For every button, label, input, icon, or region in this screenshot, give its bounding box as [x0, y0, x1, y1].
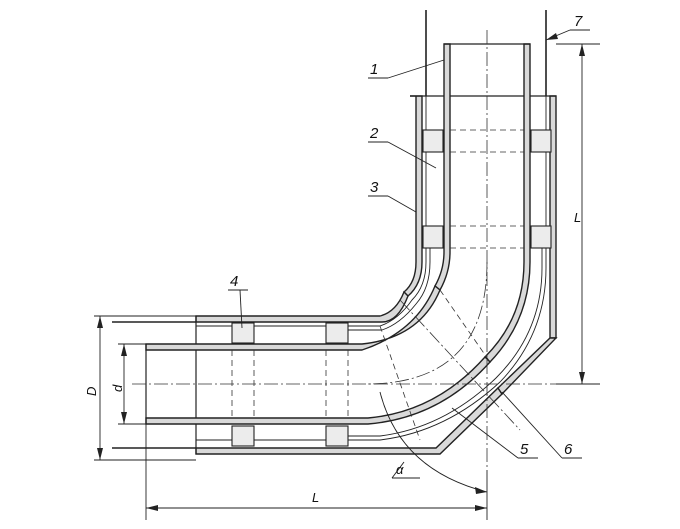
- callout-3: 3: [370, 179, 379, 196]
- dimension-label-horizontal-l: L: [312, 490, 319, 505]
- spacer-horizontal-left-bottom: [231, 425, 255, 447]
- callout-2: 2: [369, 125, 379, 142]
- callout-leaders: [228, 29, 590, 459]
- spacer-vertical-right-bottom: [530, 225, 552, 249]
- spacer-horizontal-left-top: [231, 322, 255, 344]
- callout-numbers: 1 2 3 4 5 6 7: [230, 13, 583, 458]
- angle-alpha: α: [379, 391, 488, 494]
- center-lines: [132, 30, 600, 470]
- dimension-label-vertical-l: L: [574, 210, 581, 225]
- dimension-inner-diameter: d: [110, 343, 146, 425]
- hidden-lines: [231, 129, 524, 441]
- spacer-supports: [231, 129, 552, 447]
- spacer-horizontal-right-top: [325, 322, 349, 344]
- callout-6: 6: [564, 441, 573, 458]
- dimension-outer-diameter: D: [84, 315, 196, 461]
- dimension-vertical-l: L: [556, 43, 600, 385]
- dimension-label-d-outer: D: [84, 387, 99, 396]
- spacer-horizontal-right-bottom: [325, 425, 349, 447]
- angle-label: α: [396, 462, 404, 477]
- callout-5: 5: [520, 441, 529, 458]
- callout-7: 7: [574, 13, 583, 30]
- spacer-vertical-left-bottom: [422, 225, 444, 249]
- dimension-label-d-inner: d: [110, 384, 125, 392]
- spacer-vertical-right-top: [530, 129, 552, 153]
- outer-casing: [195, 95, 558, 455]
- insulation-layer: [326, 230, 547, 441]
- callout-1: 1: [370, 61, 378, 78]
- dimension-horizontal-l: L: [145, 424, 488, 520]
- spacer-vertical-left-top: [422, 129, 444, 153]
- signal-wires: [112, 10, 547, 449]
- inner-pipe: [145, 43, 531, 425]
- callout-4: 4: [230, 273, 238, 290]
